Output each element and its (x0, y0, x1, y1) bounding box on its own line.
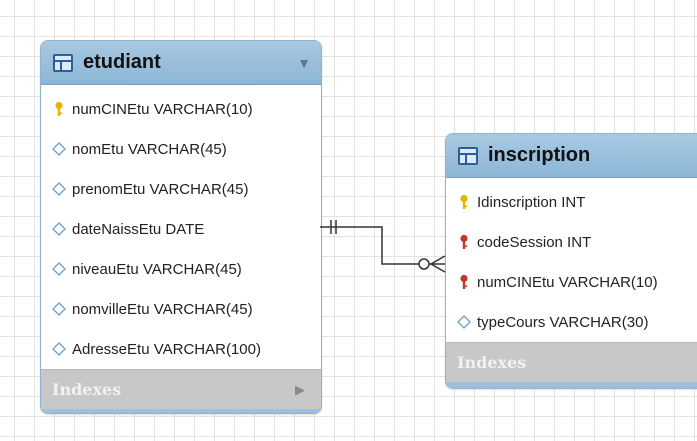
foreign-key-icon (455, 233, 477, 251)
column-list: numCINEtu VARCHAR(10) nomEtu VARCHAR(45) p… (41, 85, 321, 369)
column-diamond-icon (50, 180, 72, 198)
table-column[interactable]: nomvilleEtu VARCHAR(45) (41, 289, 321, 329)
etudiant-table[interactable]: etudiant ▼ numCINEtu VARCHAR(10) nomEtu V… (40, 40, 322, 414)
primary-key-icon (455, 193, 477, 211)
column-label: codeSession INT (477, 233, 592, 251)
crows-foot-marker (430, 263, 446, 273)
primary-key-icon (50, 100, 72, 118)
column-label: dateNaissEtu DATE (72, 220, 205, 238)
expand-arrow-icon[interactable]: ▶ (295, 381, 305, 397)
table-column[interactable]: codeSession INT (446, 222, 697, 262)
indexes-label: Indexes (52, 380, 122, 399)
table-menu-arrow-icon[interactable]: ▼ (297, 54, 311, 71)
column-label: typeCours VARCHAR(30) (477, 313, 649, 331)
column-list: Idinscription INT codeSession INT numCINEt… (446, 178, 697, 342)
table-name: etudiant (83, 51, 161, 73)
table-column[interactable]: typeCours VARCHAR(30) (446, 302, 697, 342)
table-column[interactable]: numCINEtu VARCHAR(10) (41, 89, 321, 129)
table-footer (41, 409, 321, 413)
table-column[interactable]: Idinscription INT (446, 182, 697, 222)
column-label: Idinscription INT (477, 193, 586, 211)
table-column[interactable]: AdresseEtu VARCHAR(100) (41, 329, 321, 369)
indexes-section[interactable]: Indexes ▶ (446, 342, 697, 382)
column-diamond-icon (455, 313, 477, 331)
table-column[interactable]: prenomEtu VARCHAR(45) (41, 169, 321, 209)
column-diamond-icon (50, 340, 72, 358)
indexes-label: Indexes (457, 353, 527, 372)
column-label: numCINEtu VARCHAR(10) (72, 100, 253, 118)
zero-optional-marker (418, 258, 430, 270)
table-icon (53, 53, 73, 72)
column-label: nomvilleEtu VARCHAR(45) (72, 300, 253, 318)
column-label: numCINEtu VARCHAR(10) (477, 273, 658, 291)
table-footer (446, 382, 697, 388)
crows-foot-marker (430, 255, 446, 265)
indexes-section[interactable]: Indexes ▶ (41, 369, 321, 409)
column-diamond-icon (50, 300, 72, 318)
column-diamond-icon (50, 140, 72, 158)
table-header[interactable]: inscription ▼ (446, 134, 697, 178)
column-label: niveauEtu VARCHAR(45) (72, 260, 242, 278)
table-name: inscription (488, 144, 591, 166)
inscription-table[interactable]: inscription ▼ Idinscription INT codeSessi… (445, 133, 697, 389)
table-column[interactable]: niveauEtu VARCHAR(45) (41, 249, 321, 289)
table-column[interactable]: numCINEtu VARCHAR(10) (446, 262, 697, 302)
foreign-key-icon (455, 273, 477, 291)
column-label: AdresseEtu VARCHAR(100) (72, 340, 261, 358)
table-header[interactable]: etudiant ▼ (41, 41, 321, 85)
column-diamond-icon (50, 220, 72, 238)
table-column[interactable]: nomEtu VARCHAR(45) (41, 129, 321, 169)
column-label: nomEtu VARCHAR(45) (72, 140, 227, 158)
table-icon (458, 146, 478, 165)
table-column[interactable]: dateNaissEtu DATE (41, 209, 321, 249)
relationship-line[interactable] (320, 226, 445, 265)
column-diamond-icon (50, 260, 72, 278)
column-label: prenomEtu VARCHAR(45) (72, 180, 249, 198)
